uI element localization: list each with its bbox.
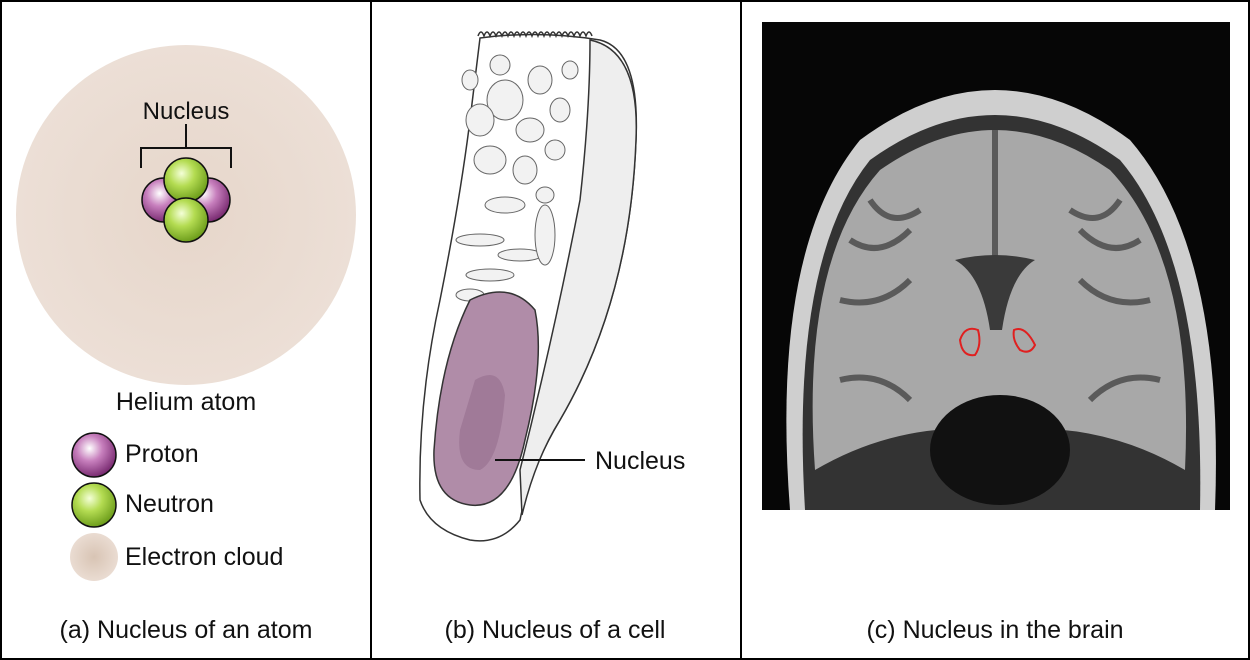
legend-neutron-icon [71,482,117,528]
neutron [163,157,209,203]
highlight-left-nucleus [958,327,981,357]
brain-mri-image [762,22,1230,510]
cell-drawing [419,31,638,542]
highlight-right-nucleus [1012,328,1037,353]
legend-electron-cloud: Electron cloud [125,543,284,571]
atom-nucleus-label: Nucleus [142,98,230,125]
caption-a: (a) Nucleus of an atom [59,616,313,644]
legend-proton-icon [71,432,117,478]
caption-c: (c) Nucleus in the brain [866,616,1124,644]
legend-cloud-icon [70,533,118,581]
neutron [163,197,209,243]
nucleus-bracket [140,124,232,168]
caption-b: (b) Nucleus of a cell [444,616,666,644]
legend-proton: Proton [125,440,199,468]
panel-brain [740,0,1250,660]
legend-neutron: Neutron [125,490,214,518]
cell-nucleus-label: Nucleus [595,447,686,475]
atom-label: Helium atom [115,388,257,416]
